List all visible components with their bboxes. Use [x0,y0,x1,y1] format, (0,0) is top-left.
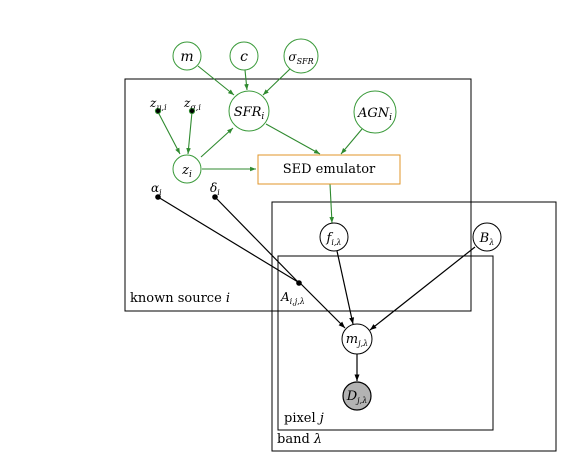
node-a-ijlambda [296,280,302,286]
plate-label-band: band λ [277,432,322,447]
node-delta-i [212,194,218,200]
label-z-mu-i: zμ,i [149,96,167,112]
sed-emulator-box [257,154,401,185]
edge-a-m [299,282,346,329]
node-c [229,41,259,71]
edge-agn-emulator [340,128,363,155]
label-agn-i: AGNi [357,106,392,123]
node-z-i [172,154,202,184]
edge-m-sfr [197,65,235,96]
edge-zsigma-z [186,111,193,155]
label-b-lambda: Bλ [479,231,495,247]
plate-band [271,201,557,452]
edge-b-m [369,246,476,331]
node-m [172,41,202,71]
node-sigma-sfr [283,38,319,74]
node-z-sigma-i [188,107,196,115]
label-sigma-sfr: σSFR [288,50,313,66]
edge-zmu-z [157,111,181,155]
edge-sigma-sfr [262,66,293,96]
plate-known-source [124,78,472,312]
node-alpha-i [155,194,161,200]
edge-c-sfr [244,69,249,91]
label-a-ijlambda: Ai,j,λ [280,290,305,306]
node-m-jlambda [341,323,373,355]
data-edges [157,196,476,381]
label-d-jlambda: Dj,λ [346,389,368,405]
edge-delta-a [214,196,299,283]
plate-label-known-source: known source i [130,291,230,306]
node-agn-i [353,90,397,134]
label-m: m [180,49,193,65]
label-sfr-i: SFRi [234,105,265,122]
node-d-jlambda [342,381,372,411]
node-z-mu-i [154,107,162,115]
sed-emulator-label: SED emulator [283,162,376,177]
label-z-sigma-i: zσ,i [183,96,201,112]
plate-label-pixel: pixel j [284,411,324,426]
edge-emulator-f [329,183,335,224]
label-c: c [240,49,248,65]
hyperparameter-edges [157,65,363,224]
plate-pixel [277,255,494,431]
label-z-i: zi [181,163,192,180]
edge-sfr-emulator [265,123,321,155]
node-b-lambda [472,222,502,252]
label-delta-i: δi [210,181,220,197]
edge-f-m [336,250,355,325]
label-alpha-i: αi [151,181,162,197]
node-f-ilambda [319,222,349,252]
node-sfr-i [228,90,270,132]
label-m-jlambda: mj,λ [346,332,368,348]
edge-alpha-a [157,196,299,283]
edge-z-sfr [200,127,234,158]
label-f-ilambda: fi,λ [326,231,342,247]
